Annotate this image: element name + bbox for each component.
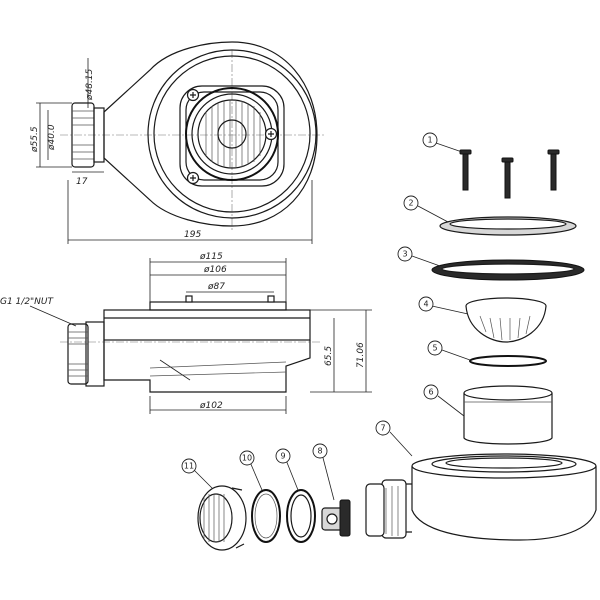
dim-diameter-87: ø87 [207,282,225,292]
dim-diameter-106: ø106 [203,265,227,275]
callout-5-label: 5 [432,344,437,353]
part-screws [459,149,560,199]
callout-2-label: 2 [408,199,413,208]
part-nut [197,485,247,551]
dim-diameter-40: ø40.0 [47,124,57,151]
dim-diameter-115: ø115 [199,252,223,262]
callout-9-label: 9 [280,452,285,461]
dim-diameter-48-15: ø48.15 [85,68,95,101]
callout-3: 3 [397,246,413,262]
callout-6: 6 [423,384,439,400]
callout-11: 11 [181,458,197,474]
dim-height-65-5: 65.5 [324,346,334,366]
part-gasket [431,259,585,281]
callout-4: 4 [418,296,434,312]
callout-2: 2 [403,195,419,211]
callout-1-label: 1 [427,136,432,145]
exploded-view: 1 2 3 4 5 6 7 8 9 10 11 [181,132,597,551]
callout-1: 1 [422,132,438,148]
callout-7: 7 [375,420,391,436]
callout-4-label: 4 [423,300,428,309]
part-cover-plate [439,216,577,236]
callout-10: 10 [239,450,255,466]
top-view: ø48.15 ø55.5 ø40.0 17 195 [30,41,325,244]
callout-7-label: 7 [380,424,385,433]
callout-8-label: 8 [317,447,322,456]
part-drain-body [365,453,597,541]
callout-6-label: 6 [428,388,433,397]
dim-diameter-55-5: ø55.5 [30,126,40,153]
callout-11-label: 11 [184,462,194,471]
callout-5: 5 [427,340,443,356]
part-sleeve [463,385,553,445]
part-seal-ring [251,489,281,543]
side-view: ø115 ø106 ø87 ø102 65.5 71.06 G1 1/2"NUT [0,252,372,414]
part-washer-ring [286,489,316,543]
dim-height-71-06: 71.06 [356,342,366,368]
part-o-ring [469,355,547,367]
part-strainer [465,297,547,343]
callout-3-label: 3 [402,250,407,259]
part-plug [321,499,351,537]
nut-label: G1 1/2"NUT [0,297,55,307]
dim-length-17: 17 [76,177,88,187]
dim-diameter-102: ø102 [199,401,223,411]
callout-10-label: 10 [242,454,252,463]
callout-9: 9 [275,448,291,464]
callout-8: 8 [312,443,328,459]
dim-length-195: 195 [184,230,201,240]
